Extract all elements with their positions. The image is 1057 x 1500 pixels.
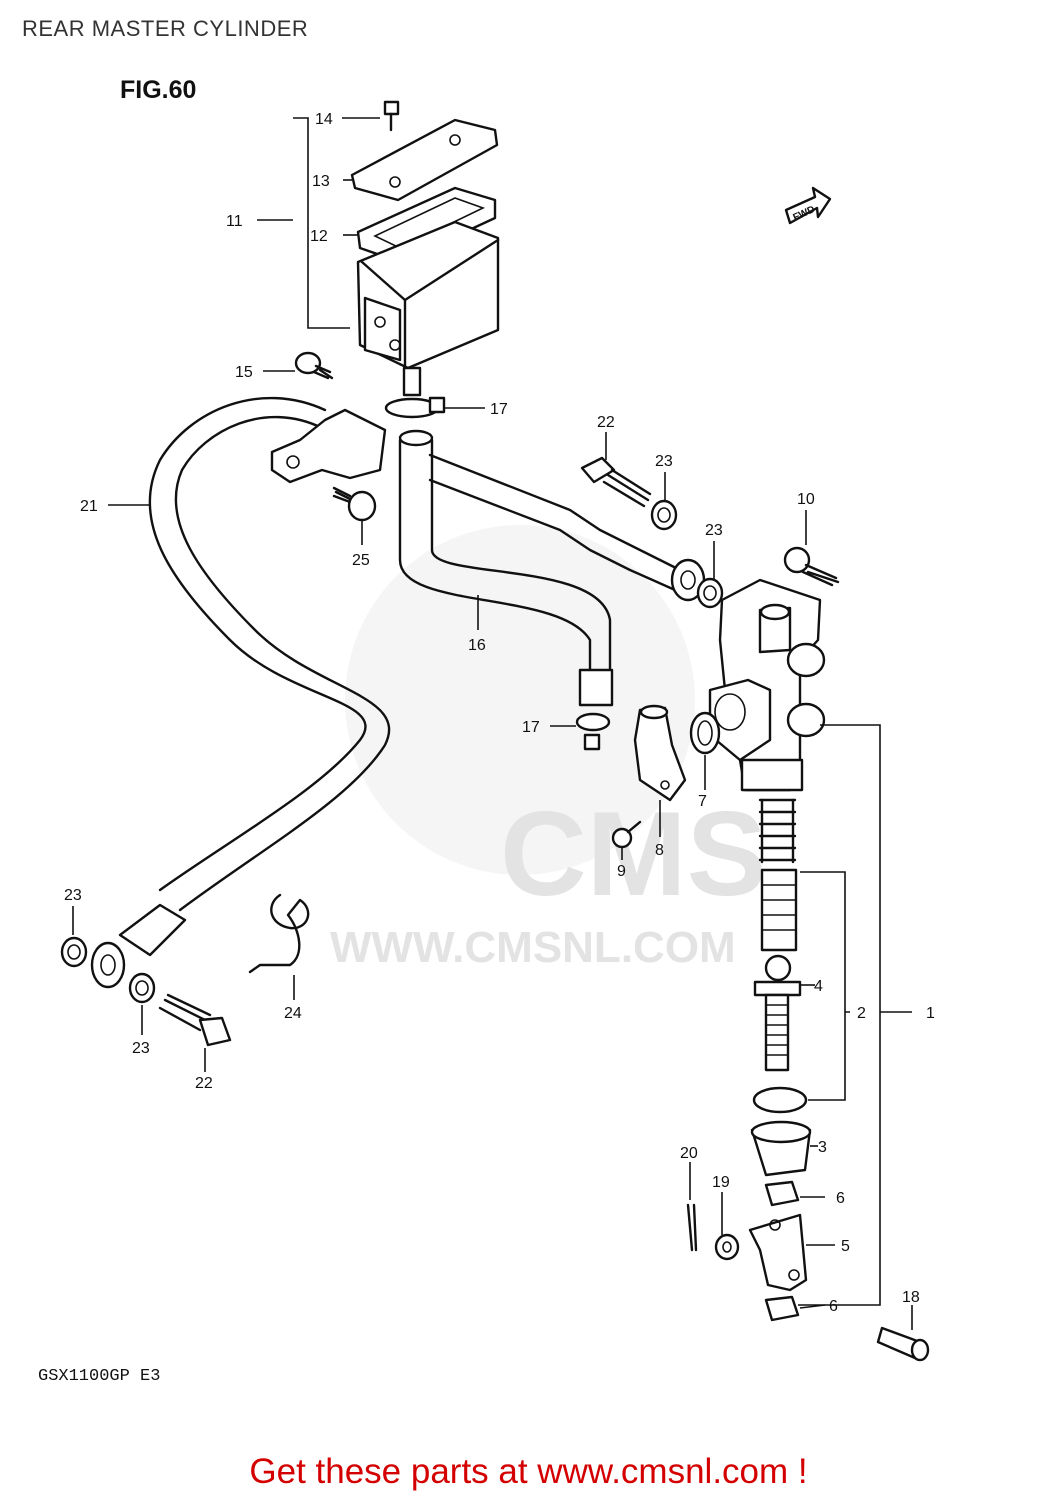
brake-hose-21: [90, 396, 391, 989]
callout-12: 12: [310, 228, 328, 245]
washer-19: [714, 1233, 740, 1261]
reservoir-cap-plate: [350, 118, 499, 202]
callout-6-lower: 6: [829, 1298, 838, 1315]
bolt-25: [332, 486, 377, 522]
washer-23-d: [128, 972, 156, 1004]
callout-23-a: 23: [655, 453, 673, 470]
callout-3: 3: [818, 1139, 827, 1156]
page-title: REAR MASTER CYLINDER: [22, 16, 309, 41]
callout-5: 5: [841, 1238, 850, 1255]
callout-21: 21: [80, 498, 98, 515]
watermark-url-text: WWW.CMSNL.COM: [330, 923, 736, 972]
callout-22-lower: 22: [195, 1075, 213, 1092]
circlip: [752, 1086, 808, 1114]
callout-1: 1: [926, 1005, 935, 1022]
callout-17-lower: 17: [522, 719, 540, 736]
callout-23-d: 23: [132, 1040, 150, 1057]
callout-2: 2: [857, 1005, 866, 1022]
dust-boot-3: [750, 1120, 812, 1177]
clevis-pin-18: [876, 1326, 930, 1362]
nut-6-upper: [764, 1180, 800, 1207]
callout-13: 13: [312, 173, 330, 190]
callout-24: 24: [284, 1005, 302, 1022]
callout-4: 4: [814, 978, 823, 995]
callout-25: 25: [352, 552, 370, 569]
model-code: GSX1100GP E3: [38, 1367, 160, 1386]
master-cylinder-body: [708, 578, 826, 792]
reservoir-hose-16: [398, 429, 614, 707]
clevis-5: [748, 1213, 808, 1292]
cotter-pin-20: [686, 1203, 698, 1252]
piston-spring: [758, 798, 797, 864]
callout-14: 14: [315, 111, 333, 128]
callout-17-upper: 17: [490, 401, 508, 418]
nut-6-lower: [764, 1295, 800, 1322]
upper-hose: [428, 453, 706, 602]
watermark-logo-text: CMS: [500, 787, 767, 921]
piston-assembly-2: [760, 868, 798, 952]
o-ring-7: [689, 711, 721, 755]
callout-15: 15: [235, 364, 253, 381]
callout-8: 8: [655, 842, 664, 859]
banjo-bolt-22-lower: [158, 993, 232, 1047]
hose-clamp-17-upper: [384, 396, 446, 419]
callout-20: 20: [680, 1145, 698, 1162]
callout-10: 10: [797, 491, 815, 508]
callout-22-upper: 22: [597, 414, 615, 431]
get-parts-link[interactable]: Get these parts at www.cmsnl.com !: [249, 1452, 808, 1491]
callout-11: 11: [226, 213, 243, 230]
hose-connector-8: [633, 704, 687, 802]
callout-16: 16: [468, 637, 486, 654]
callout-7: 7: [698, 793, 707, 810]
callout-23-c: 23: [64, 887, 82, 904]
push-rod-4: [753, 954, 802, 1072]
washer-23-b: [696, 577, 724, 609]
washer-23-a: [650, 499, 678, 531]
reservoir-assembly: [350, 100, 500, 397]
callouts: 14 13 11 12 15 17 22 23 10 23 21 25 16 1…: [64, 111, 935, 1315]
banjo-bolt-22-upper: [580, 456, 652, 508]
hose-clamp-17-lower: [575, 712, 611, 751]
fwd-arrow-icon: FWD: [784, 186, 832, 225]
bolt-10: [783, 546, 840, 587]
leader-lines: [72, 117, 913, 1330]
bolt-15: [294, 351, 334, 380]
callout-9: 9: [617, 863, 626, 880]
washer-23-c: [60, 936, 88, 968]
callout-18: 18: [902, 1289, 920, 1306]
callout-19: 19: [712, 1174, 730, 1191]
figure-label: FIG.60: [120, 76, 196, 104]
callout-6-upper: 6: [836, 1190, 845, 1207]
parts-diagram: CMS WWW.CMSNL.COM FIG.60 FWD: [38, 76, 935, 1386]
clip-24: [248, 893, 310, 974]
callout-23-b: 23: [705, 522, 723, 539]
